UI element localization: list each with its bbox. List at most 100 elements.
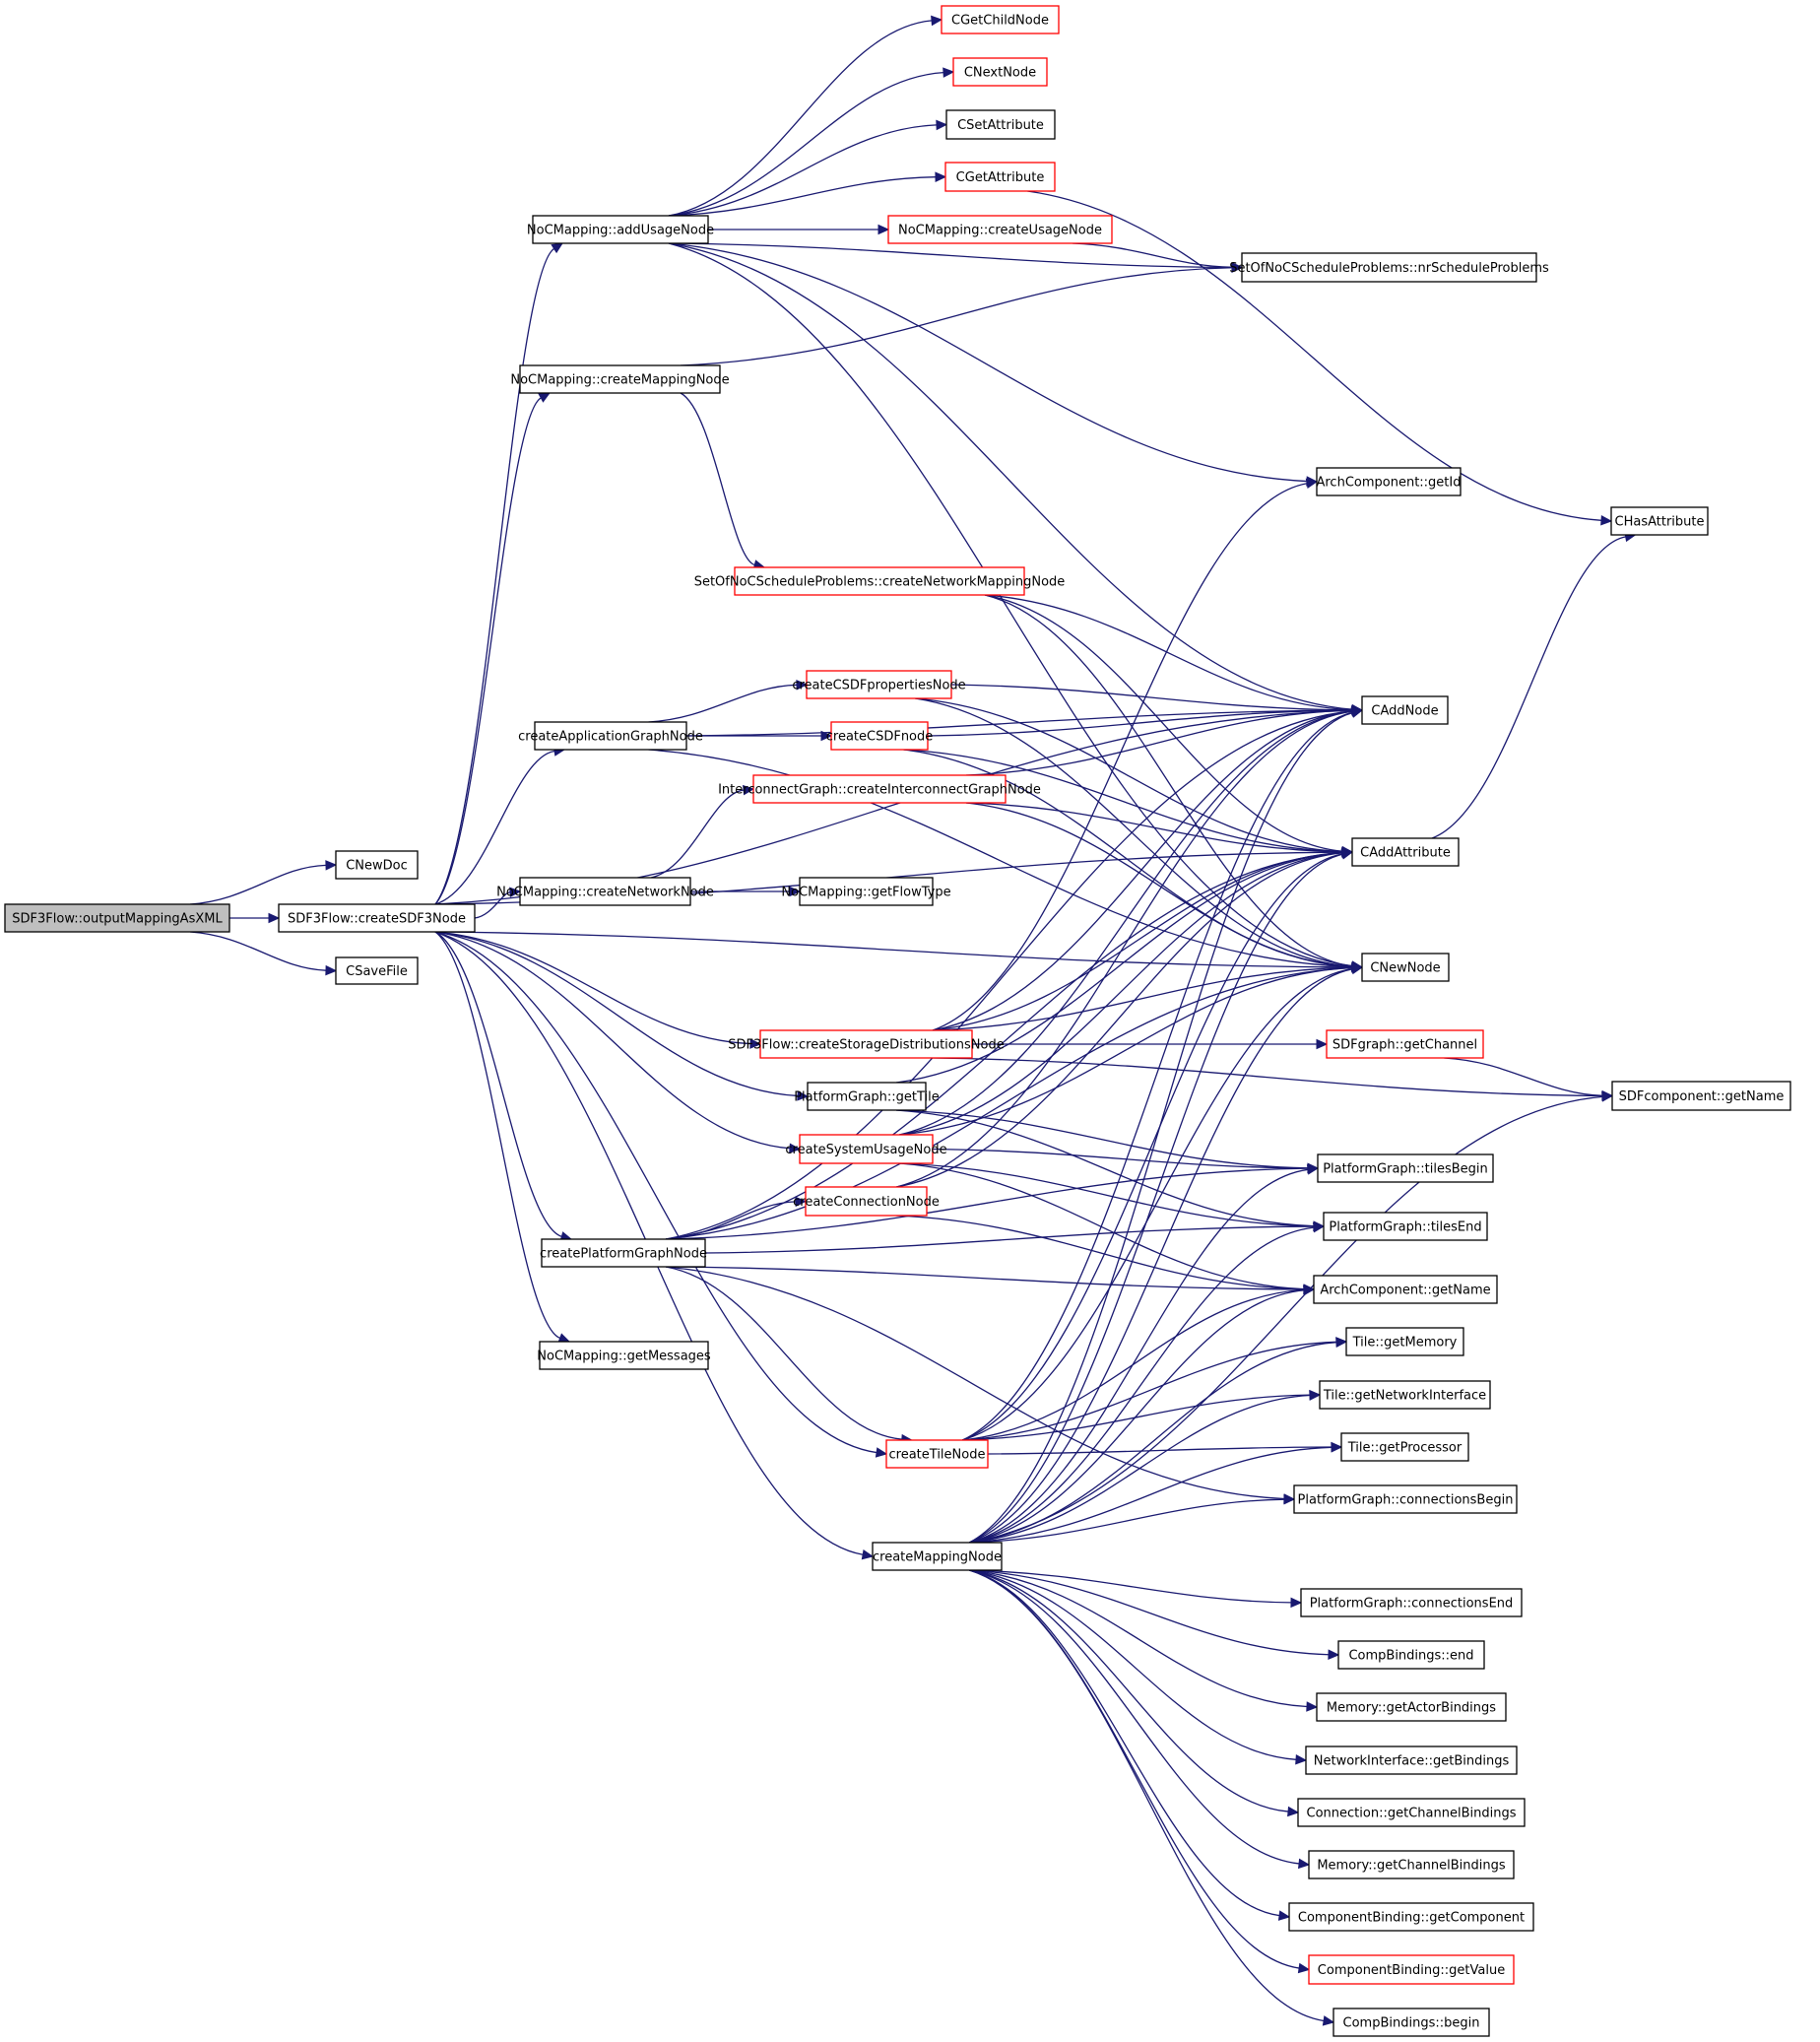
node-box[interactable] [539,1341,709,1370]
node-platformgraph-gettile[interactable]: PlatformGraph::getTile [794,1082,940,1111]
node-componentbinding-getvalue[interactable]: ComponentBinding::getValue [1308,1954,1515,1985]
node-nocmapping-getflowtype[interactable]: NoCMapping::getFlowType [781,877,951,906]
node-csetattribute[interactable]: CSetAttribute [945,109,1056,140]
node-tile-getprocessor[interactable]: Tile::getProcessor [1340,1432,1469,1462]
node-box[interactable] [1317,1153,1494,1183]
node-connection-getchannelbindings[interactable]: Connection::getChannelBindings [1297,1798,1526,1827]
node-box[interactable] [1361,695,1449,725]
node-chasattribute[interactable]: CHasAttribute [1610,506,1709,536]
node-box[interactable] [944,162,1056,192]
node-createtilenode[interactable]: createTileNode [885,1439,989,1469]
node-box[interactable] [805,1186,928,1217]
node-compbindings-end[interactable]: CompBindings::end [1337,1640,1485,1670]
node-box[interactable] [1297,1798,1526,1827]
node-box[interactable] [759,1029,973,1059]
node-box[interactable] [335,956,419,985]
node-box[interactable] [1351,837,1460,867]
node-sdfcomponent-getname[interactable]: SDFcomponent::getName [1611,1081,1791,1111]
node-box[interactable] [1337,1640,1485,1670]
node-createcsdfnode[interactable]: createCSDFnode [826,721,934,751]
node-cgetattribute[interactable]: CGetAttribute [944,162,1056,192]
node-createplatformgraphnode[interactable]: createPlatformGraphNode [540,1238,707,1268]
node-setofnocscheduleproblems-nrscheduleproblems[interactable]: SetOfNoCScheduleProblems::nrScheduleProb… [1229,252,1549,283]
node-box[interactable] [1313,1275,1498,1304]
node-sdfgraph-getchannel[interactable]: SDFgraph::getChannel [1326,1029,1484,1059]
node-compbindings-begin[interactable]: CompBindings::begin [1332,2008,1490,2037]
node-box[interactable] [1308,1850,1515,1879]
node-box[interactable] [1610,506,1709,536]
node-createsystemusagenode[interactable]: createSystemUsageNode [785,1134,947,1164]
node-box[interactable] [1288,1902,1534,1932]
node-box[interactable] [1340,1432,1469,1462]
node-box[interactable] [885,1439,989,1469]
node-box[interactable] [1308,1954,1515,1985]
node-cnewnode[interactable]: CNewNode [1361,953,1450,982]
node-caddattribute[interactable]: CAddAttribute [1351,837,1460,867]
node-box[interactable] [1316,467,1462,496]
node-box[interactable] [1319,1380,1491,1410]
node-box[interactable] [1345,1327,1464,1356]
node-nocmapping-getmessages[interactable]: NoCMapping::getMessages [537,1341,711,1370]
node-box[interactable] [887,215,1113,244]
node-nocmapping-createmappingnode[interactable]: NoCMapping::createMappingNode [510,364,730,394]
node-tile-getmemory[interactable]: Tile::getMemory [1345,1327,1464,1356]
node-box[interactable] [278,903,476,933]
node-caddnode[interactable]: CAddNode [1361,695,1449,725]
node-componentbinding-getcomponent[interactable]: ComponentBinding::getComponent [1288,1902,1534,1932]
node-interconnectgraph-createinterconnectgraphnode[interactable]: InterconnectGraph::createInterconnectGra… [718,774,1041,804]
node-sdf3flow-createsdf3node[interactable]: SDF3Flow::createSDF3Node [278,903,476,933]
node-cnextnode[interactable]: CNextNode [952,57,1048,87]
node-box[interactable] [734,566,1025,596]
node-platformgraph-connectionsend[interactable]: PlatformGraph::connectionsEnd [1300,1588,1523,1617]
node-box[interactable] [1332,2008,1490,2037]
node-csavefile[interactable]: CSaveFile [335,956,419,985]
node-box[interactable] [519,364,721,394]
node-box[interactable] [534,721,687,751]
node-createmappingnode[interactable]: createMappingNode [872,1542,1003,1571]
node-box[interactable] [1241,252,1537,283]
node-networkinterface-getbindings[interactable]: NetworkInterface::getBindings [1305,1746,1518,1775]
node-sdf3flow-outputmappingasxml[interactable]: SDF3Flow::outputMappingAsXML [4,903,230,933]
node-box[interactable] [519,877,691,906]
node-box[interactable] [830,721,929,751]
node-sdf3flow-createstoragedistributionsnode[interactable]: SDF3Flow::createStorageDistributionsNode [728,1029,1005,1059]
node-box[interactable] [541,1238,706,1268]
node-createconnectionnode[interactable]: createConnectionNode [793,1186,940,1217]
node-box[interactable] [799,1134,934,1164]
node-box[interactable] [532,215,709,244]
node-box[interactable] [945,109,1056,140]
node-box[interactable] [1361,953,1450,982]
node-box[interactable] [1323,1212,1488,1241]
node-box[interactable] [799,877,934,906]
node-box[interactable] [1305,1746,1518,1775]
node-box[interactable] [4,903,230,933]
node-box[interactable] [872,1542,1003,1571]
node-box[interactable] [335,850,419,880]
node-nocmapping-createnetworknode[interactable]: NoCMapping::createNetworkNode [496,877,714,906]
node-memory-getactorbindings[interactable]: Memory::getActorBindings [1316,1692,1507,1722]
node-box[interactable] [952,57,1048,87]
node-createapplicationgraphnode[interactable]: createApplicationGraphNode [518,721,703,751]
node-box[interactable] [941,5,1060,34]
node-cnewdoc[interactable]: CNewDoc [335,850,419,880]
node-box[interactable] [1326,1029,1484,1059]
node-memory-getchannelbindings[interactable]: Memory::getChannelBindings [1308,1850,1515,1879]
node-archcomponent-getname[interactable]: ArchComponent::getName [1313,1275,1498,1304]
node-nocmapping-addusagenode[interactable]: NoCMapping::addUsageNode [527,215,714,244]
node-archcomponent-getid[interactable]: ArchComponent::getId [1316,467,1462,496]
node-createcsdfpropertiesnode[interactable]: createCSDFpropertiesNode [792,670,966,699]
node-box[interactable] [1300,1588,1523,1617]
node-box[interactable] [1316,1692,1507,1722]
node-box[interactable] [1611,1081,1791,1111]
node-setofnocscheduleproblems-createnetworkmappingnode[interactable]: SetOfNoCScheduleProblems::createNetworkM… [694,566,1066,596]
node-nocmapping-createusagenode[interactable]: NoCMapping::createUsageNode [887,215,1113,244]
node-box[interactable] [807,1082,927,1111]
node-platformgraph-connectionsbegin[interactable]: PlatformGraph::connectionsBegin [1293,1484,1518,1514]
node-box[interactable] [752,774,1007,804]
node-platformgraph-tilesend[interactable]: PlatformGraph::tilesEnd [1323,1212,1488,1241]
node-box[interactable] [806,670,952,699]
node-tile-getnetworkinterface[interactable]: Tile::getNetworkInterface [1319,1380,1491,1410]
node-box[interactable] [1293,1484,1518,1514]
node-platformgraph-tilesbegin[interactable]: PlatformGraph::tilesBegin [1317,1153,1494,1183]
node-cgetchildnode[interactable]: CGetChildNode [941,5,1060,34]
